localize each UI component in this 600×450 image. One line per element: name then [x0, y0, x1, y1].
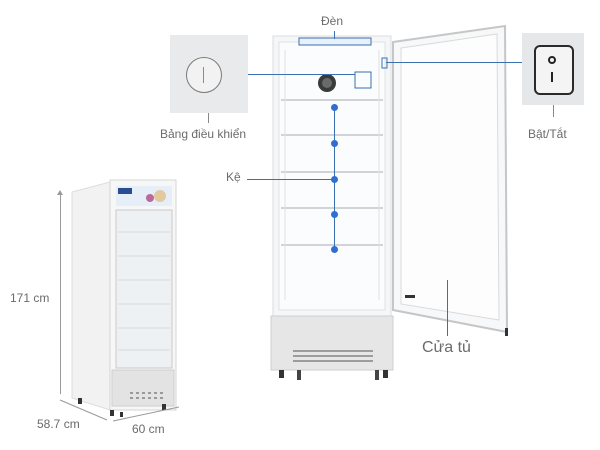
callout-tick-control-panel — [208, 113, 209, 123]
control-panel-closeup — [170, 35, 248, 113]
rocker-switch-icon — [534, 45, 574, 95]
depth-width-dimension-lines — [59, 399, 180, 422]
callout-label-power-switch: Bật/Tắt — [528, 127, 567, 141]
callout-label-light: Đèn — [321, 14, 344, 28]
callout-tick-power-switch — [553, 105, 554, 117]
callout-line-door — [447, 280, 448, 336]
callout-label-door: Cửa tủ — [422, 339, 471, 356]
fridge-open-illustration — [270, 24, 509, 380]
shelf-marker-1 — [331, 104, 338, 111]
control-knob-icon — [186, 57, 222, 93]
callout-line-light — [334, 31, 335, 39]
height-arrow-top — [57, 190, 63, 195]
width-dimension-label: 60 cm — [132, 422, 165, 436]
callout-label-shelf: Kệ — [226, 170, 241, 184]
callout-line-power-switch — [386, 62, 522, 63]
fridge-perspective-illustration — [71, 179, 177, 417]
height-dimension-line — [60, 192, 61, 394]
shelf-marker-3 — [331, 176, 338, 183]
shelf-marker-5 — [331, 246, 338, 253]
callout-line-shelf — [247, 179, 334, 180]
shelf-marker-2 — [331, 140, 338, 147]
callout-line-control-panel — [248, 74, 355, 75]
callout-label-control-panel: Bảng điều khiển — [160, 127, 247, 141]
shelf-marker-4 — [331, 211, 338, 218]
height-dimension-label: 171 cm — [10, 291, 50, 305]
depth-dimension-label: 58.7 cm — [37, 417, 80, 431]
power-switch-closeup — [522, 33, 584, 105]
